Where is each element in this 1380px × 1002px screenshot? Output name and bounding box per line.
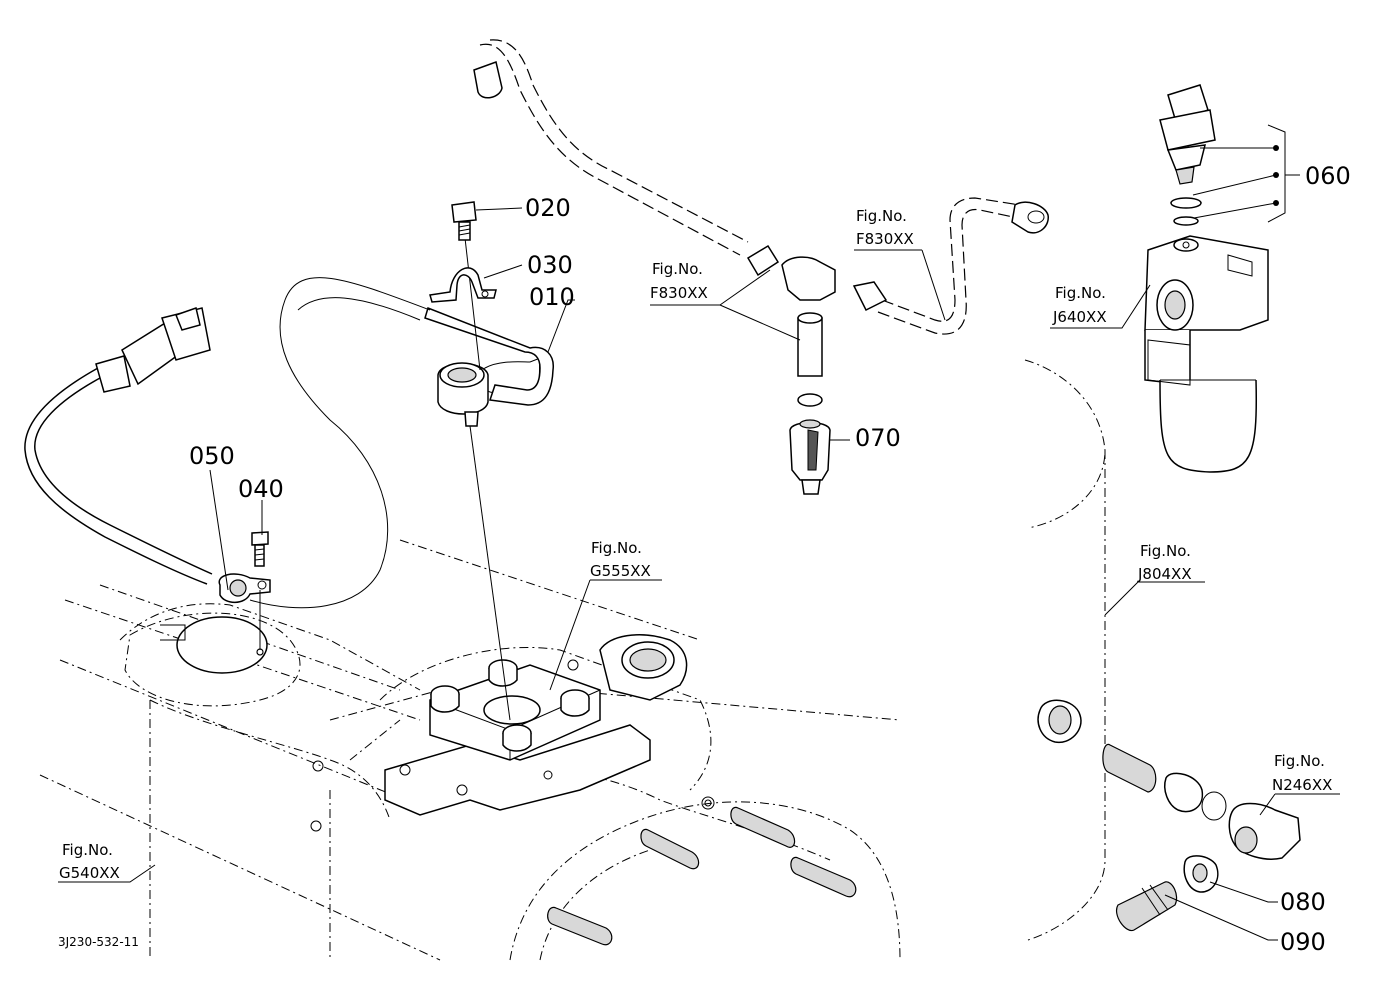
pressure-switch bbox=[789, 419, 831, 495]
bolt-020 bbox=[451, 201, 477, 241]
fig-ref-n246-label: Fig.No. bbox=[1274, 752, 1325, 770]
wiring-harness bbox=[24, 277, 431, 609]
filter-housing bbox=[1144, 235, 1269, 473]
fig-ref-g555-code: G555XX bbox=[590, 562, 651, 580]
hydraulic-pipe bbox=[473, 39, 1049, 335]
clamp-030 bbox=[429, 267, 497, 303]
oil-tank-outline bbox=[1024, 359, 1106, 941]
callout-090: 090 bbox=[1280, 928, 1326, 956]
figure-references: Fig.No. F830XX Fig.No. F830XX Fig.No. J6… bbox=[59, 207, 1332, 882]
tee-fitting bbox=[746, 244, 888, 407]
fig-ref-j640-label: Fig.No. bbox=[1055, 284, 1106, 302]
transmission-housing bbox=[39, 539, 901, 961]
sensor-060 bbox=[1159, 84, 1300, 226]
fig-ref-j804-code: J804XX bbox=[1137, 565, 1192, 583]
housing-cover bbox=[124, 612, 301, 707]
drawing-code: 3J230-532-11 bbox=[58, 935, 139, 949]
fig-ref-f830-top-code: F830XX bbox=[856, 230, 914, 248]
callout-070: 070 bbox=[855, 424, 901, 452]
fig-ref-g540-code: G540XX bbox=[59, 864, 120, 882]
leader-lines bbox=[58, 207, 1340, 941]
fig-ref-j640-code: J640XX bbox=[1052, 308, 1107, 326]
clamp-050 bbox=[218, 573, 271, 656]
callout-060: 060 bbox=[1305, 162, 1351, 190]
callout-030: 030 bbox=[527, 251, 573, 279]
valve-block bbox=[384, 634, 688, 816]
fig-ref-f830-top-label: Fig.No. bbox=[856, 207, 907, 225]
fig-ref-f830-left-code: F830XX bbox=[650, 284, 708, 302]
fig-ref-g555-label: Fig.No. bbox=[591, 539, 642, 557]
stud-bolts bbox=[547, 806, 857, 946]
fig-ref-n246-code: N246XX bbox=[1272, 776, 1332, 794]
callout-020: 020 bbox=[525, 194, 571, 222]
bolt-040 bbox=[251, 531, 269, 567]
fig-ref-j804-label: Fig.No. bbox=[1140, 542, 1191, 560]
callout-050: 050 bbox=[189, 442, 235, 470]
callout-080: 080 bbox=[1280, 888, 1326, 916]
sensor-assembly bbox=[424, 237, 554, 721]
pipe-fittings-right bbox=[1037, 699, 1301, 932]
callout-040: 040 bbox=[238, 475, 284, 503]
callout-010: 010 bbox=[529, 283, 575, 311]
fig-ref-g540-label: Fig.No. bbox=[62, 841, 113, 859]
callouts: 010 020 030 040 050 060 070 080 090 bbox=[189, 162, 1351, 956]
fig-ref-f830-left-label: Fig.No. bbox=[652, 260, 703, 278]
